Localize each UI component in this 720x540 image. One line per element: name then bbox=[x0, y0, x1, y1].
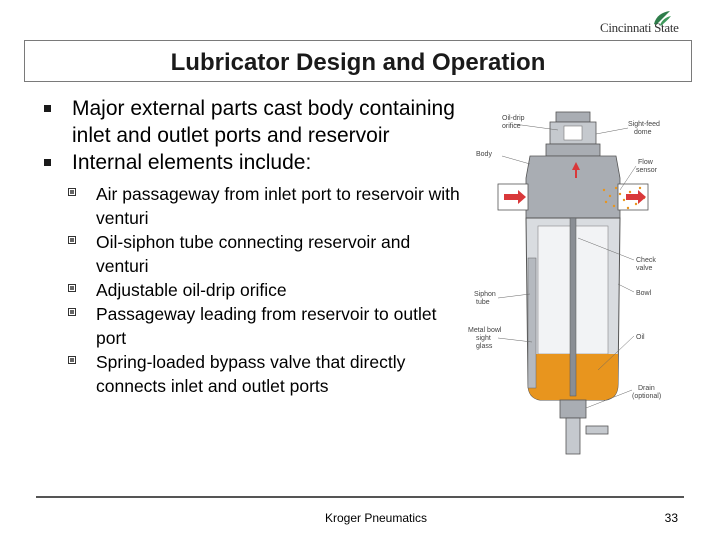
label-flow-sensor: sensor bbox=[636, 167, 658, 174]
hollow-square-bullet-icon bbox=[68, 356, 76, 364]
hollow-square-bullet-icon bbox=[68, 188, 76, 196]
cincinnati-state-logo: Cincinnati State bbox=[600, 10, 690, 38]
drain bbox=[559, 399, 587, 419]
label-metal-bowl-sight-glass: Metal bowl bbox=[468, 327, 502, 334]
page-number: 33 bbox=[664, 511, 678, 525]
top-cap bbox=[555, 111, 591, 123]
label-oil: Oil bbox=[636, 334, 645, 341]
subbullet-text: Air passageway from inlet port to reserv… bbox=[96, 184, 460, 228]
footer-rule bbox=[36, 496, 684, 498]
label-siphon-tube: tube bbox=[476, 299, 490, 306]
subbullet-item: Air passageway from inlet port to reserv… bbox=[40, 182, 460, 230]
footer-text: Kroger Pneumatics bbox=[324, 511, 428, 525]
subbullet-item: Spring-loaded bypass valve that directly… bbox=[40, 350, 460, 398]
siphon-tube bbox=[569, 217, 577, 397]
logo-text: Cincinnati State bbox=[600, 20, 679, 35]
bullet-item: Major external parts cast body containin… bbox=[40, 95, 460, 149]
label-drain: Drain bbox=[638, 385, 655, 392]
label-body: Body bbox=[476, 151, 492, 158]
label-flow-sensor: Flow bbox=[638, 159, 654, 166]
flow-arrows bbox=[504, 162, 646, 204]
subbullet-text: Adjustable oil-drip orifice bbox=[96, 280, 287, 300]
label-sight-feed-dome: dome bbox=[634, 129, 652, 136]
bullet-item: Internal elements include: bbox=[40, 149, 460, 176]
bullet-text: Internal elements include: bbox=[72, 151, 312, 174]
label-bowl: Bowl bbox=[636, 290, 652, 297]
label-oil-drip-orifice: orifice bbox=[502, 123, 521, 130]
label-drain: (optional) bbox=[632, 393, 661, 400]
square-bullet-icon bbox=[44, 159, 51, 166]
label-check-valve: Check bbox=[636, 257, 656, 264]
label-metal-bowl-sight-glass: sight bbox=[476, 335, 491, 342]
hollow-square-bullet-icon bbox=[68, 236, 76, 244]
subbullet-text: Oil-siphon tube connecting reservoir and… bbox=[96, 232, 411, 276]
label-check-valve: valve bbox=[636, 265, 652, 272]
bullet-text: Major external parts cast body containin… bbox=[72, 97, 455, 147]
slide-title: Lubricator Design and Operation bbox=[170, 49, 546, 76]
hollow-square-bullet-icon bbox=[68, 284, 76, 292]
bullet-list: Major external parts cast body containin… bbox=[40, 95, 460, 398]
square-bullet-icon bbox=[44, 105, 51, 112]
label-oil-drip-orifice: Oil-drip bbox=[502, 115, 525, 122]
leaf-icon bbox=[654, 11, 671, 26]
subbullet-text: Spring-loaded bypass valve that directly… bbox=[96, 352, 406, 396]
title-box: Lubricator Design and Operation bbox=[24, 40, 692, 82]
subbullet-item: Passageway leading from reservoir to out… bbox=[40, 302, 460, 350]
hollow-square-bullet-icon bbox=[68, 308, 76, 316]
lubricator-body bbox=[525, 155, 621, 219]
label-sight-feed-dome: Sight-feed bbox=[628, 121, 660, 128]
lubricator-diagram: Oil-drip orifice Body Sight-feed dome Fl… bbox=[468, 111, 661, 455]
subbullet-text: Passageway leading from reservoir to out… bbox=[96, 304, 437, 348]
subbullet-item: Adjustable oil-drip orifice bbox=[40, 278, 460, 302]
subbullet-item: Oil-siphon tube connecting reservoir and… bbox=[40, 230, 460, 278]
label-siphon-tube: Siphon bbox=[474, 291, 496, 298]
label-metal-bowl-sight-glass: glass bbox=[476, 343, 493, 350]
